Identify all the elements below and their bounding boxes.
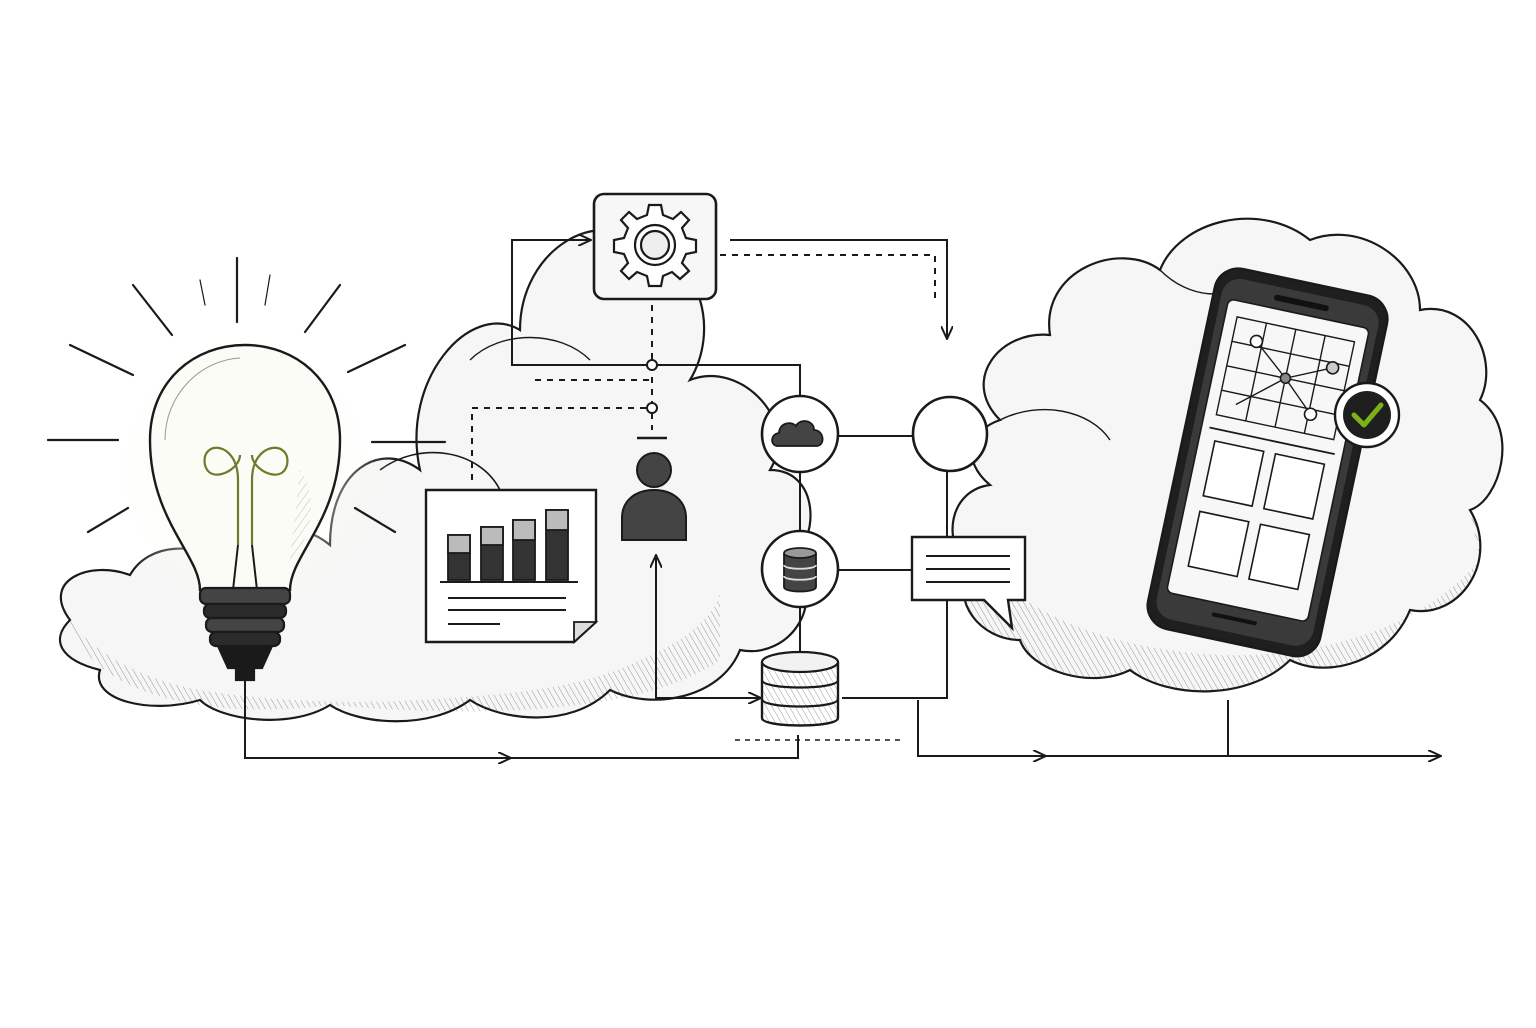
bar-chart-document-icon — [424, 488, 599, 645]
connector-baseline — [500, 735, 799, 759]
database-small-node — [760, 529, 840, 609]
smartphone-icon — [1146, 267, 1389, 658]
cloud-icon — [771, 420, 824, 447]
user-icon — [621, 452, 687, 541]
connector-idea-to-database — [244, 680, 510, 758]
junction-dot — [646, 359, 658, 371]
database-icon — [760, 650, 840, 727]
junction-dot — [646, 402, 658, 414]
empty-node — [911, 395, 989, 473]
connector-to-phone — [917, 700, 1045, 756]
connector-user-to-database — [655, 560, 760, 698]
cloud-service-node — [760, 394, 840, 474]
gear-icon — [592, 192, 718, 301]
connector-report-to-settings — [471, 407, 652, 480]
speech-bubble-icon — [910, 535, 1027, 632]
connector-loop-to-settings — [511, 240, 801, 395]
lightbulb-icon — [46, 256, 447, 682]
connector-settings-to-node — [730, 239, 947, 338]
database-icon — [783, 547, 817, 593]
connector-settings-dashed — [720, 254, 936, 300]
database-main — [760, 650, 840, 727]
check-badge-icon — [1333, 381, 1401, 449]
